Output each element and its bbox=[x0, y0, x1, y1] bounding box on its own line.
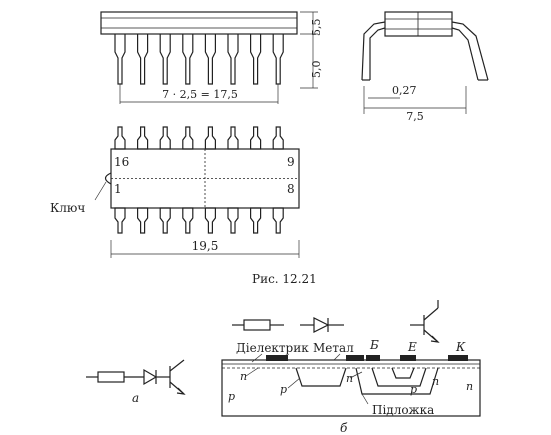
metal-contact-e bbox=[400, 355, 416, 361]
metal-contact bbox=[366, 355, 380, 361]
lead bbox=[227, 34, 239, 85]
resistor-symbol bbox=[97, 371, 125, 383]
lead bbox=[182, 34, 194, 85]
lead-lower bbox=[272, 207, 284, 234]
dim-width-side: 7,5 bbox=[406, 110, 424, 123]
n-well bbox=[355, 367, 439, 395]
side-lead-right bbox=[451, 21, 489, 81]
pin-1-label: 1 bbox=[114, 182, 122, 196]
lead bbox=[204, 34, 216, 85]
subfig-a-label: а bbox=[132, 391, 139, 405]
lead-upper bbox=[204, 126, 216, 150]
label-substrate: Підложка bbox=[372, 403, 434, 417]
lead-upper bbox=[159, 126, 171, 150]
lead-lower bbox=[204, 207, 216, 234]
transistor-collector bbox=[169, 359, 185, 372]
key-label: Ключ bbox=[50, 201, 85, 215]
ic-cross-section: Діелектрик Метал Б Е К n p p n p n n Під… bbox=[221, 338, 481, 435]
figure-caption: Рис. 12.21 bbox=[252, 272, 317, 286]
leader bbox=[287, 377, 301, 389]
substrate-block bbox=[221, 359, 481, 417]
label-metal: Метал bbox=[313, 341, 354, 355]
region-n1: n bbox=[240, 370, 247, 383]
front-leads bbox=[114, 34, 284, 85]
pin-8-label: 8 bbox=[287, 182, 295, 196]
lead-lower bbox=[250, 207, 262, 234]
top-leads bbox=[114, 126, 284, 234]
dip-side-view: 0,27 7,5 bbox=[361, 11, 489, 123]
n-emitter bbox=[391, 367, 415, 379]
label-e: Е bbox=[407, 340, 417, 354]
metal-contact bbox=[266, 355, 288, 361]
pin-16-label: 16 bbox=[114, 155, 129, 169]
lead-lower bbox=[159, 207, 171, 234]
lead-lower bbox=[182, 207, 194, 234]
emitter-arrow bbox=[176, 387, 186, 395]
lead-upper bbox=[272, 126, 284, 150]
region-n2: n bbox=[346, 372, 353, 385]
label-k: К bbox=[455, 340, 466, 354]
lead bbox=[272, 34, 284, 85]
dip-top-view: 16 9 1 8 Ключ 19,5 bbox=[50, 126, 300, 258]
lead-upper bbox=[114, 126, 126, 150]
leader bbox=[333, 353, 341, 361]
dim-pitch: 7 · 2,5 = 17,5 bbox=[162, 88, 238, 101]
region-p3: p bbox=[410, 383, 417, 396]
metal-contact-b bbox=[346, 355, 364, 361]
lead-upper bbox=[227, 126, 239, 150]
leader bbox=[361, 393, 369, 405]
lead-upper bbox=[250, 126, 262, 150]
transistor-collector bbox=[423, 307, 439, 321]
side-lead-right-inner bbox=[451, 27, 479, 81]
dim-length: 19,5 bbox=[192, 239, 219, 253]
lead bbox=[137, 34, 149, 85]
lead bbox=[250, 34, 262, 85]
lead bbox=[159, 34, 171, 85]
lead bbox=[114, 34, 126, 85]
dip-body-side bbox=[384, 11, 453, 37]
label-dielectric: Діелектрик bbox=[236, 341, 309, 355]
lead-upper bbox=[137, 126, 149, 150]
region-n4: n bbox=[466, 380, 473, 393]
leader bbox=[251, 353, 263, 363]
key-notch bbox=[104, 172, 112, 185]
key-leader bbox=[94, 181, 107, 201]
schematic-symbols: а bbox=[86, 300, 440, 405]
subfig-b-label: б bbox=[340, 421, 348, 435]
dip-body-front bbox=[100, 11, 298, 35]
p-well bbox=[295, 367, 347, 387]
p-base bbox=[371, 367, 427, 387]
pin-9-label: 9 bbox=[287, 155, 295, 169]
dip-front-view: 5,5 5,0 7 · 2,5 = 17,5 bbox=[100, 11, 323, 104]
side-lead-left bbox=[361, 21, 386, 81]
lead-lower bbox=[137, 207, 149, 234]
label-b: Б bbox=[369, 338, 379, 352]
dim-lead-thickness: 0,27 bbox=[392, 84, 417, 97]
leader bbox=[349, 371, 363, 379]
leader bbox=[245, 367, 259, 377]
metal-contact-k bbox=[448, 355, 468, 361]
emitter-arrow bbox=[430, 335, 440, 343]
lead-lower bbox=[227, 207, 239, 234]
region-n3: n bbox=[432, 375, 439, 388]
dim-height-leads: 5,0 bbox=[310, 61, 323, 79]
diode-symbol bbox=[143, 368, 158, 386]
side-lead-left-inner bbox=[369, 27, 386, 80]
region-p1: p bbox=[228, 390, 235, 403]
lead-lower bbox=[114, 207, 126, 234]
lead-upper bbox=[182, 126, 194, 150]
diode-symbol bbox=[313, 317, 330, 333]
region-p2: p bbox=[280, 383, 287, 396]
dim-height-body: 5,5 bbox=[310, 19, 323, 37]
resistor-symbol bbox=[243, 319, 271, 331]
